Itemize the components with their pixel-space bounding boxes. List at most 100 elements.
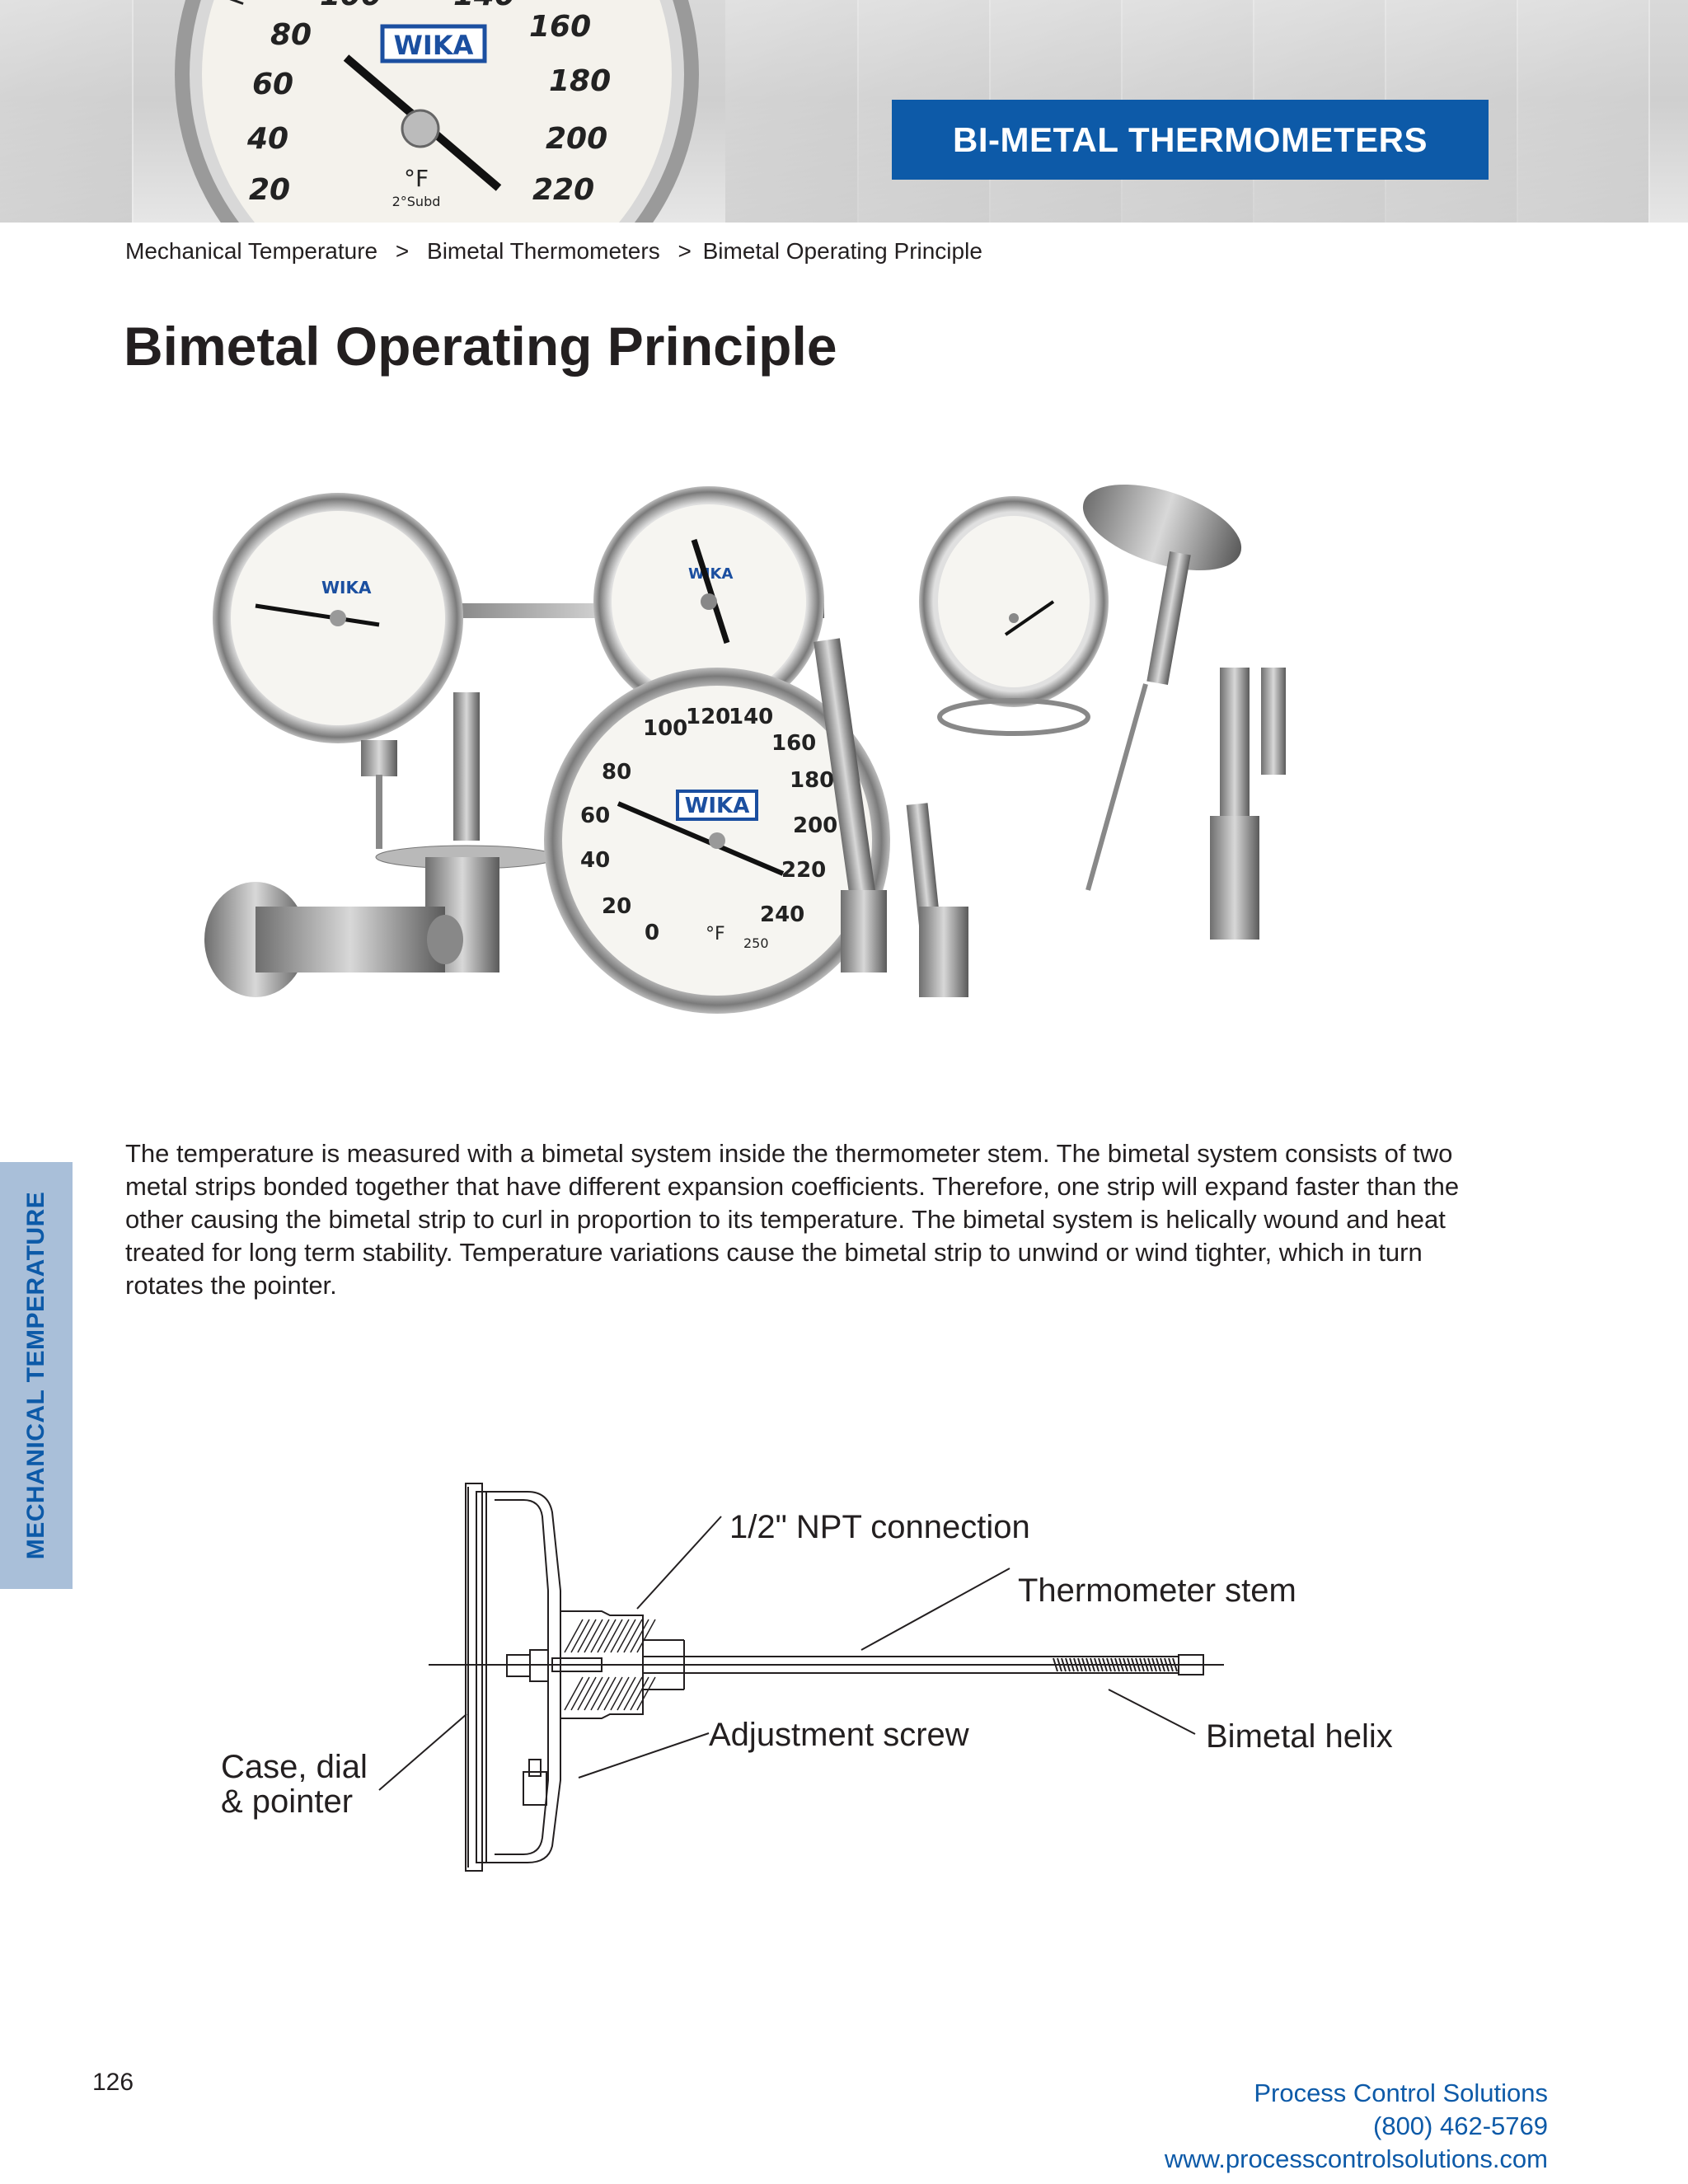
hatch-line: [623, 1619, 643, 1653]
label-case-line-1: Case, dial: [221, 1749, 368, 1785]
helix-coil: [1098, 1657, 1104, 1672]
helix-coil: [1172, 1657, 1178, 1672]
body-paragraph: The temperature is measured with a bimet…: [125, 1139, 1460, 1300]
diagram-drawing: [378, 1483, 1224, 1872]
svg-text:20: 20: [249, 173, 290, 207]
hatch-line: [584, 1676, 603, 1711]
hatch-line: [636, 1676, 656, 1711]
svg-text:220: 220: [781, 858, 826, 883]
hatch-line: [590, 1619, 610, 1653]
breadcrumb-bimetal-thermometers[interactable]: Bimetal Thermometers: [427, 238, 660, 264]
svg-text:0: 0: [645, 921, 659, 945]
svg-text:80: 80: [602, 760, 631, 785]
breadcrumb-mechanical-temperature[interactable]: Mechanical Temperature: [125, 238, 378, 264]
hatch-line: [577, 1676, 597, 1711]
helix-coil: [1118, 1657, 1124, 1672]
page-title: Bimetal Operating Principle: [124, 316, 837, 377]
breadcrumb-separator: >: [678, 238, 692, 264]
svg-text:WIKA: WIKA: [321, 578, 372, 598]
helix-coil: [1073, 1657, 1079, 1672]
banner-gauge-image: 20 40 60 80 100 140 160 180 200 220 WIKA…: [175, 0, 699, 223]
banner-photo-tile: [1517, 0, 1650, 223]
svg-text:80: 80: [270, 18, 312, 52]
helix-coil: [1147, 1657, 1153, 1672]
hatch-line: [603, 1676, 623, 1711]
helix-coil: [1061, 1657, 1067, 1672]
hatch-line: [603, 1619, 623, 1653]
helix-coil: [1114, 1657, 1120, 1672]
helix-coil: [1057, 1657, 1062, 1672]
breadcrumb: Mechanical Temperature > Bimetal Thermom…: [125, 238, 982, 265]
footer-phone[interactable]: (800) 462-5769: [1373, 2111, 1548, 2140]
breadcrumb-current-page[interactable]: Bimetal Operating Principle: [702, 238, 982, 264]
helix-coil: [1156, 1657, 1161, 1672]
helix-coil: [1160, 1657, 1165, 1672]
svg-text:20: 20: [602, 894, 631, 919]
hatch-line: [630, 1676, 649, 1711]
svg-text:200: 200: [546, 122, 607, 156]
hatch-line: [597, 1619, 617, 1653]
hatch-line: [564, 1619, 584, 1653]
hatch-line: [597, 1676, 617, 1711]
svg-text:100: 100: [320, 0, 382, 12]
svg-text:WIKA: WIKA: [688, 565, 734, 583]
hatch-line: [636, 1619, 656, 1653]
helix-coil: [1143, 1657, 1149, 1672]
footer-company: Process Control Solutions: [1254, 2079, 1548, 2107]
svg-text:240: 240: [760, 902, 804, 927]
hatch-line: [564, 1676, 584, 1711]
label-case-line-2: & pointer: [221, 1783, 354, 1820]
label-npt-connection: 1/2" NPT connection: [729, 1509, 1030, 1545]
gauge-tick: [229, 0, 244, 5]
hatch-line: [617, 1619, 636, 1653]
svg-text:160: 160: [771, 731, 816, 756]
product-photo: WIKA WIKA WIKA 0 20 40 60 80 100 120 140…: [204, 484, 1286, 1014]
svg-text:140: 140: [729, 705, 773, 729]
section-title-tag: BI-METAL THERMOMETERS: [892, 100, 1489, 180]
svg-text:220: 220: [532, 173, 594, 207]
helix-coil: [1081, 1657, 1087, 1672]
header-banner: 20 40 60 80 100 140 160 180 200 220 WIKA…: [0, 0, 1688, 223]
helix-coil: [1094, 1657, 1100, 1672]
hatch-line: [577, 1619, 597, 1653]
helix-coil: [1139, 1657, 1145, 1672]
helix-coil: [1085, 1657, 1091, 1672]
helix-coil: [1102, 1657, 1108, 1672]
label-thermometer-stem: Thermometer stem: [1018, 1572, 1296, 1609]
banner-photo-tile: [725, 0, 859, 223]
hatch-line: [590, 1676, 610, 1711]
page-number: 126: [92, 2069, 134, 2096]
hatch-line: [623, 1676, 643, 1711]
hatch-line: [610, 1619, 630, 1653]
svg-text:200: 200: [793, 813, 837, 838]
svg-text:60: 60: [252, 68, 293, 101]
hatch-line: [570, 1619, 590, 1653]
helix-coil: [1053, 1657, 1058, 1672]
helix-coil: [1090, 1657, 1095, 1672]
helix-coil: [1110, 1657, 1116, 1672]
hatch-line: [610, 1676, 630, 1711]
side-section-tab: MECHANICAL TEMPERATURE: [0, 1162, 73, 1589]
svg-text:140: 140: [453, 0, 515, 12]
svg-text:120: 120: [686, 705, 730, 729]
hatch-line: [617, 1676, 636, 1711]
svg-text:250: 250: [743, 935, 769, 951]
helix-coil: [1065, 1657, 1071, 1672]
helix-coil: [1135, 1657, 1141, 1672]
svg-text:180: 180: [549, 64, 611, 98]
helix-coil: [1131, 1657, 1137, 1672]
bimetal-cross-section-diagram: 1/2" NPT connection Thermometer stem Bim…: [214, 1467, 1500, 1929]
svg-text:40: 40: [246, 122, 288, 156]
svg-text:180: 180: [790, 768, 834, 793]
svg-text:40: 40: [580, 848, 610, 873]
helix-coil: [1069, 1657, 1075, 1672]
banner-photo-tile: [0, 0, 134, 223]
breadcrumb-separator: >: [395, 238, 410, 264]
hatch-line: [630, 1619, 649, 1653]
svg-text:100: 100: [643, 716, 687, 741]
helix-coil: [1127, 1657, 1132, 1672]
footer-website-link[interactable]: www.processcontrolsolutions.com: [1164, 2144, 1548, 2173]
helix-coil: [1106, 1657, 1112, 1672]
svg-text:60: 60: [580, 804, 610, 828]
footer-contact: Process Control Solutions (800) 462-5769…: [1165, 2077, 1548, 2176]
